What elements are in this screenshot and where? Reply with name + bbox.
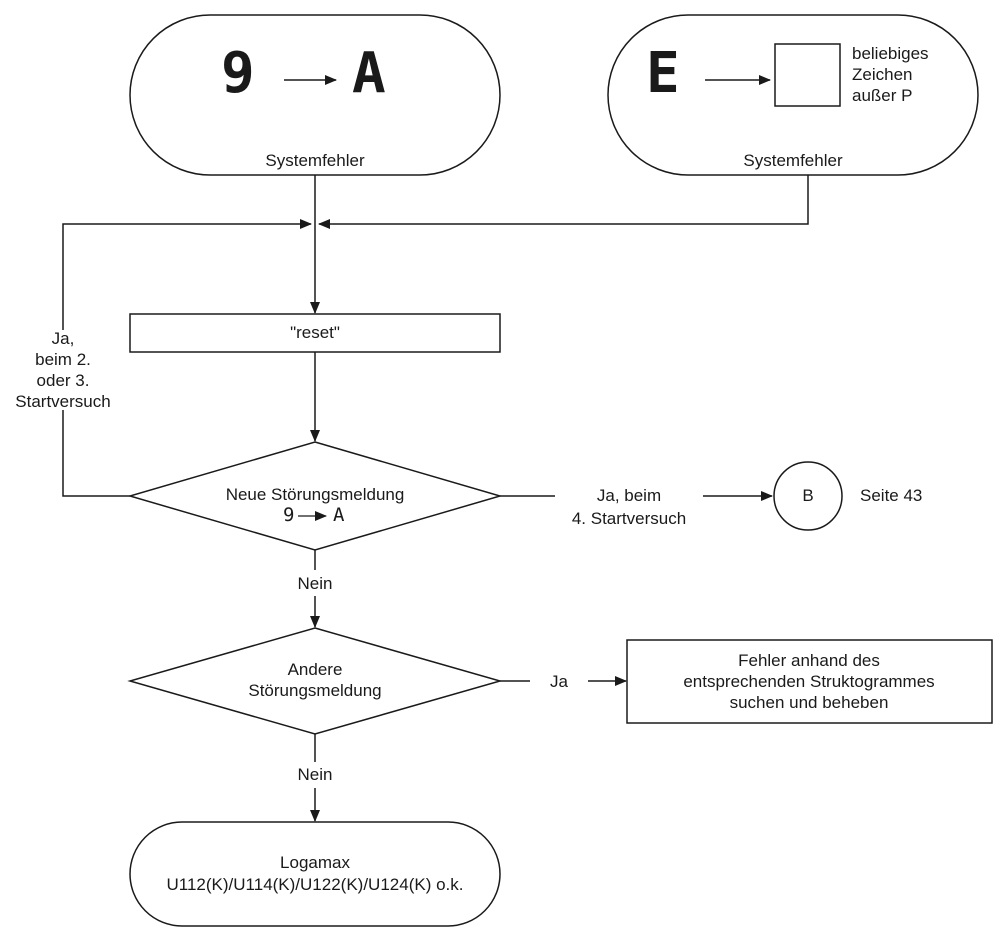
any-character-box (774, 43, 841, 107)
display-code-a: A (352, 41, 386, 106)
loop-label-line-1: Ja, (51, 329, 75, 348)
connector-loop-back (62, 219, 312, 497)
display-code-9: 9 (221, 41, 255, 106)
fix-box-line-2: entsprechenden Struktogrammes (683, 672, 935, 691)
end-line-2: U112(K)/U114(K)/U122(K)/U124(K) o.k. (166, 875, 464, 894)
any-character-note-line-3: außer P (852, 86, 913, 105)
decision2-line-1: Andere (287, 660, 343, 679)
end-line-1: Logamax (280, 853, 350, 872)
loop-label-line-3: oder 3. (36, 371, 90, 390)
any-character-note-line-1: beliebiges (852, 44, 929, 63)
loop-label-line-2: beim 2. (35, 350, 91, 369)
decision2-yes-label: Ja (550, 672, 568, 691)
fix-fault-box (626, 639, 993, 724)
decision1-yes-line-1: Ja, beim (596, 486, 662, 505)
system-error-label-right: Systemfehler (743, 151, 843, 170)
connector-b-circle (773, 461, 843, 531)
decision1-no-label: Nein (297, 574, 333, 593)
decision1-yes-line-2: 4. Startversuch (571, 509, 687, 528)
connector-top-right-merge (318, 175, 809, 229)
connector-b-letter: B (802, 486, 814, 505)
fix-box-line-1: Fehler anhand des (738, 651, 880, 670)
decision1-code-9: 9 (283, 504, 295, 526)
connector-b-page-ref: Seite 43 (860, 486, 923, 505)
loop-label-line-4: Startversuch (15, 392, 111, 411)
display-code-e: E (646, 41, 680, 106)
decision1-label: Neue Störungsmeldung (225, 485, 405, 504)
fix-box-line-3: suchen und beheben (729, 693, 889, 712)
reset-label: "reset" (290, 323, 340, 342)
terminator-system-error-right (607, 14, 979, 176)
decision2-no-label: Nein (297, 765, 333, 784)
decision1-code-a: A (333, 504, 345, 526)
any-character-note-line-2: Zeichen (852, 65, 913, 84)
decision2-line-2: Störungsmeldung (248, 681, 382, 700)
terminator-end (129, 821, 501, 927)
system-error-label-left: Systemfehler (265, 151, 365, 170)
